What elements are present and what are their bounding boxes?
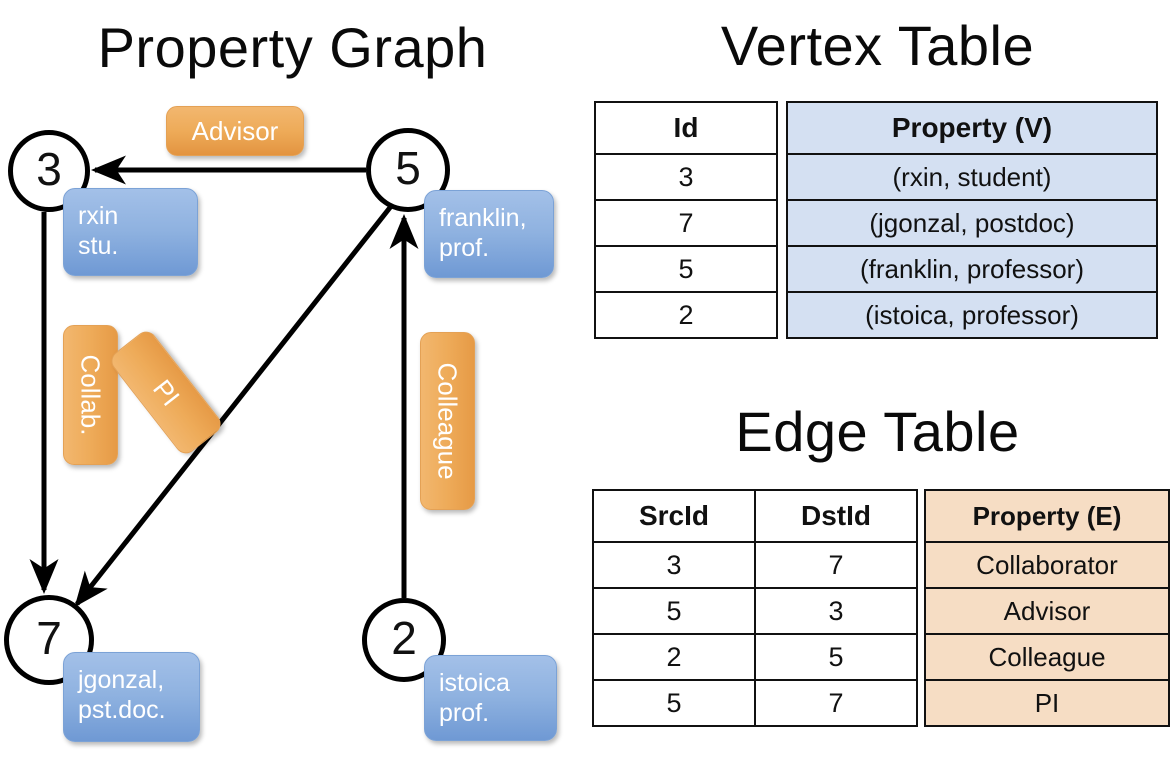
- table-row: 2 5: [592, 633, 918, 681]
- edge-table-header-srcid: SrcId: [592, 489, 756, 543]
- edge-dst-cell: 7: [754, 541, 918, 589]
- edge-label-collab-text: Collab.: [75, 354, 106, 436]
- vertex-property-cell: (franklin, professor): [786, 245, 1158, 293]
- table-row: 7: [594, 199, 778, 247]
- edge-label-pi-text: PI: [146, 373, 186, 412]
- edge-label-advisor: Advisor: [166, 106, 304, 156]
- edge-src-cell: 2: [592, 633, 756, 681]
- graph-node-2-label: 2: [391, 612, 417, 664]
- property-graph-diagram: 3 5 7 2 rxin stu. franklin, prof. jgonza…: [4, 106, 557, 742]
- node-5-property-line2: prof.: [439, 234, 490, 262]
- edge-property-cell: Colleague: [924, 633, 1170, 681]
- graph-node-3-label: 3: [36, 143, 62, 195]
- graph-edges-layer: [29, 155, 419, 608]
- edge-property-cell: Advisor: [924, 587, 1170, 635]
- vertex-property-cell: (istoica, professor): [786, 291, 1158, 339]
- edge-table-header-row: Property (E): [924, 489, 1170, 543]
- table-row: 2: [594, 291, 778, 339]
- table-row: (istoica, professor): [786, 291, 1158, 339]
- table-row: Advisor: [924, 587, 1170, 635]
- vertex-id-cell: 3: [594, 153, 778, 201]
- page-title-vertex-table: Vertex Table: [720, 14, 1035, 77]
- node-7-property-line1: jgonzal,: [78, 666, 165, 694]
- vertex-id-cell: 5: [594, 245, 778, 293]
- vertex-table-header-id: Id: [594, 101, 778, 155]
- edge-src-cell: 5: [592, 679, 756, 727]
- table-row: 5: [594, 245, 778, 293]
- edge-src-cell: 3: [592, 541, 756, 589]
- graph-node-7-label: 7: [36, 612, 62, 664]
- edge-src-cell: 5: [592, 587, 756, 635]
- edge-property-cell: PI: [924, 679, 1170, 727]
- graph-node-5-label: 5: [395, 142, 421, 194]
- table-row: (franklin, professor): [786, 245, 1158, 293]
- table-row: 3: [594, 153, 778, 201]
- edge-5-to-7-pi: [74, 203, 394, 608]
- vertex-table-header-row: Property (V): [786, 101, 1158, 155]
- node-7-property-box: jgonzal, pst.doc.: [63, 652, 200, 742]
- vertex-id-cell: 7: [594, 199, 778, 247]
- edge-label-colleague-text: Colleague: [432, 362, 463, 480]
- graph-node-5[interactable]: 5: [366, 128, 450, 212]
- vertex-table-id-column: Id 3 7 5 2: [594, 101, 778, 339]
- node-2-property-line1: istoica: [439, 669, 510, 697]
- vertex-property-cell: (jgonzal, postdoc): [786, 199, 1158, 247]
- edge-label-advisor-text: Advisor: [191, 116, 279, 146]
- vertex-table-header-property: Property (V): [786, 101, 1158, 155]
- table-row: Collaborator: [924, 541, 1170, 589]
- page-title-property-graph: Property Graph: [97, 16, 488, 79]
- edge-table-header-row: SrcId DstId: [592, 489, 918, 543]
- table-row: PI: [924, 679, 1170, 727]
- table-row: (jgonzal, postdoc): [786, 199, 1158, 247]
- edge-label-colleague: Colleague: [420, 332, 475, 510]
- page-title-edge-table: Edge Table: [735, 400, 1020, 463]
- node-5-property-line1: franklin,: [439, 204, 527, 232]
- node-5-property-box: franklin, prof.: [424, 190, 554, 278]
- table-row: 5 7: [592, 679, 918, 727]
- node-7-property-line2: pst.doc.: [78, 696, 166, 724]
- vertex-table-header-row: Id: [594, 101, 778, 155]
- table-row: (rxin, student): [786, 153, 1158, 201]
- graph-node-2[interactable]: 2: [362, 598, 446, 682]
- node-2-property-box: istoica prof.: [424, 655, 557, 741]
- table-row: 3 7: [592, 541, 918, 589]
- node-3-property-line1: rxin: [78, 202, 119, 230]
- edge-table-property-column: Property (E) Collaborator Advisor Collea…: [924, 489, 1170, 727]
- vertex-table-property-column: Property (V) (rxin, student) (jgonzal, p…: [786, 101, 1158, 339]
- edge-table-header-property: Property (E): [924, 489, 1170, 543]
- edge-dst-cell: 3: [754, 587, 918, 635]
- table-row: Colleague: [924, 633, 1170, 681]
- vertex-id-cell: 2: [594, 291, 778, 339]
- edge-table-header-dstid: DstId: [754, 489, 918, 543]
- vertex-property-cell: (rxin, student): [786, 153, 1158, 201]
- edge-property-cell: Collaborator: [924, 541, 1170, 589]
- node-3-property-line2: stu.: [78, 232, 119, 260]
- edge-dst-cell: 5: [754, 633, 918, 681]
- edge-label-collab: Collab.: [63, 325, 118, 465]
- node-3-property-box: rxin stu.: [63, 188, 198, 276]
- node-2-property-line2: prof.: [439, 699, 490, 727]
- table-row: 5 3: [592, 587, 918, 635]
- edge-table-id-columns: SrcId DstId 3 7 5 3 2 5 5 7: [592, 489, 918, 727]
- edge-dst-cell: 7: [754, 679, 918, 727]
